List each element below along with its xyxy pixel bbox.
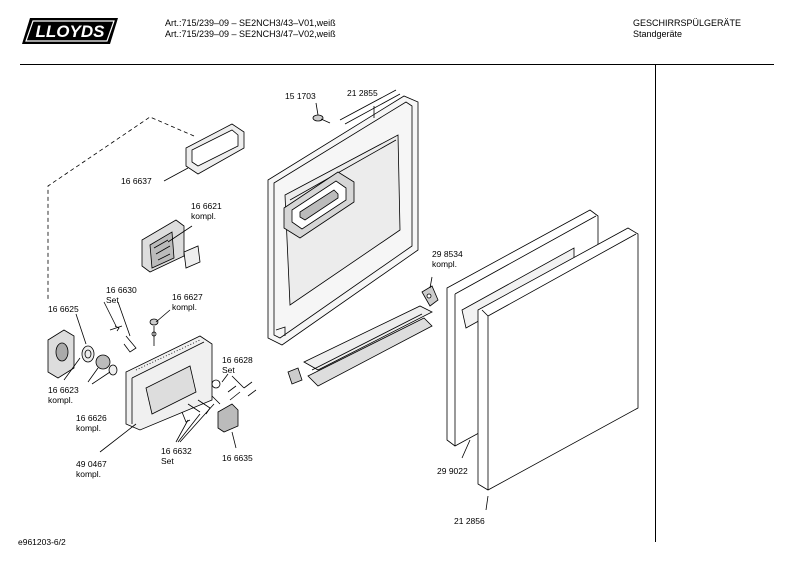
header-rule [20, 64, 774, 65]
label-299022: 29 9022 [437, 466, 468, 476]
decor-panel [477, 227, 639, 491]
switch-16-6635 [217, 403, 239, 433]
screw-151703 [312, 114, 331, 124]
drawing-id: e961203-6/2 [18, 537, 66, 547]
label-166635: 16 6635 [222, 453, 253, 463]
label-212856: 21 2856 [454, 516, 485, 526]
selector-knob-16-6625 [47, 329, 75, 379]
ring-16-6623 [81, 345, 95, 363]
logo-wordmark: LLOYDS [36, 22, 106, 41]
label-166637: 16 6637 [121, 176, 152, 186]
shaft-16-6626 [95, 354, 118, 376]
label-151703: 15 1703 [285, 91, 316, 101]
lower-door-bar [287, 305, 433, 387]
lloyds-logo: LLOYDS [22, 18, 118, 44]
spring-set-16-6630 [109, 325, 137, 353]
switch-housing-49-0467 [125, 335, 213, 431]
category-title: GESCHIRRSPÜLGERÄTE [633, 18, 742, 28]
label-212855: 21 2855 [347, 88, 378, 98]
category-subtitle: Standgeräte [633, 29, 683, 39]
label-166625: 16 6625 [48, 304, 79, 314]
inner-door-panel [267, 89, 419, 346]
article-line-2: Art.:715/239–09 – SE2NCH3/47–V02,weiß [165, 29, 336, 39]
side-rule [655, 64, 656, 542]
pin-16-6627 [149, 318, 159, 346]
hinge-29-8534 [421, 285, 439, 307]
spring-set-16-6628 [211, 379, 257, 401]
article-line-1: Art.:715/239–09 – SE2NCH3/43–V01,weiß [165, 18, 336, 28]
leader-lines [63, 102, 489, 511]
assembly-dashed-line [47, 116, 195, 300]
frame-16-6637 [185, 123, 245, 175]
control-unit-16-6621 [141, 219, 201, 273]
